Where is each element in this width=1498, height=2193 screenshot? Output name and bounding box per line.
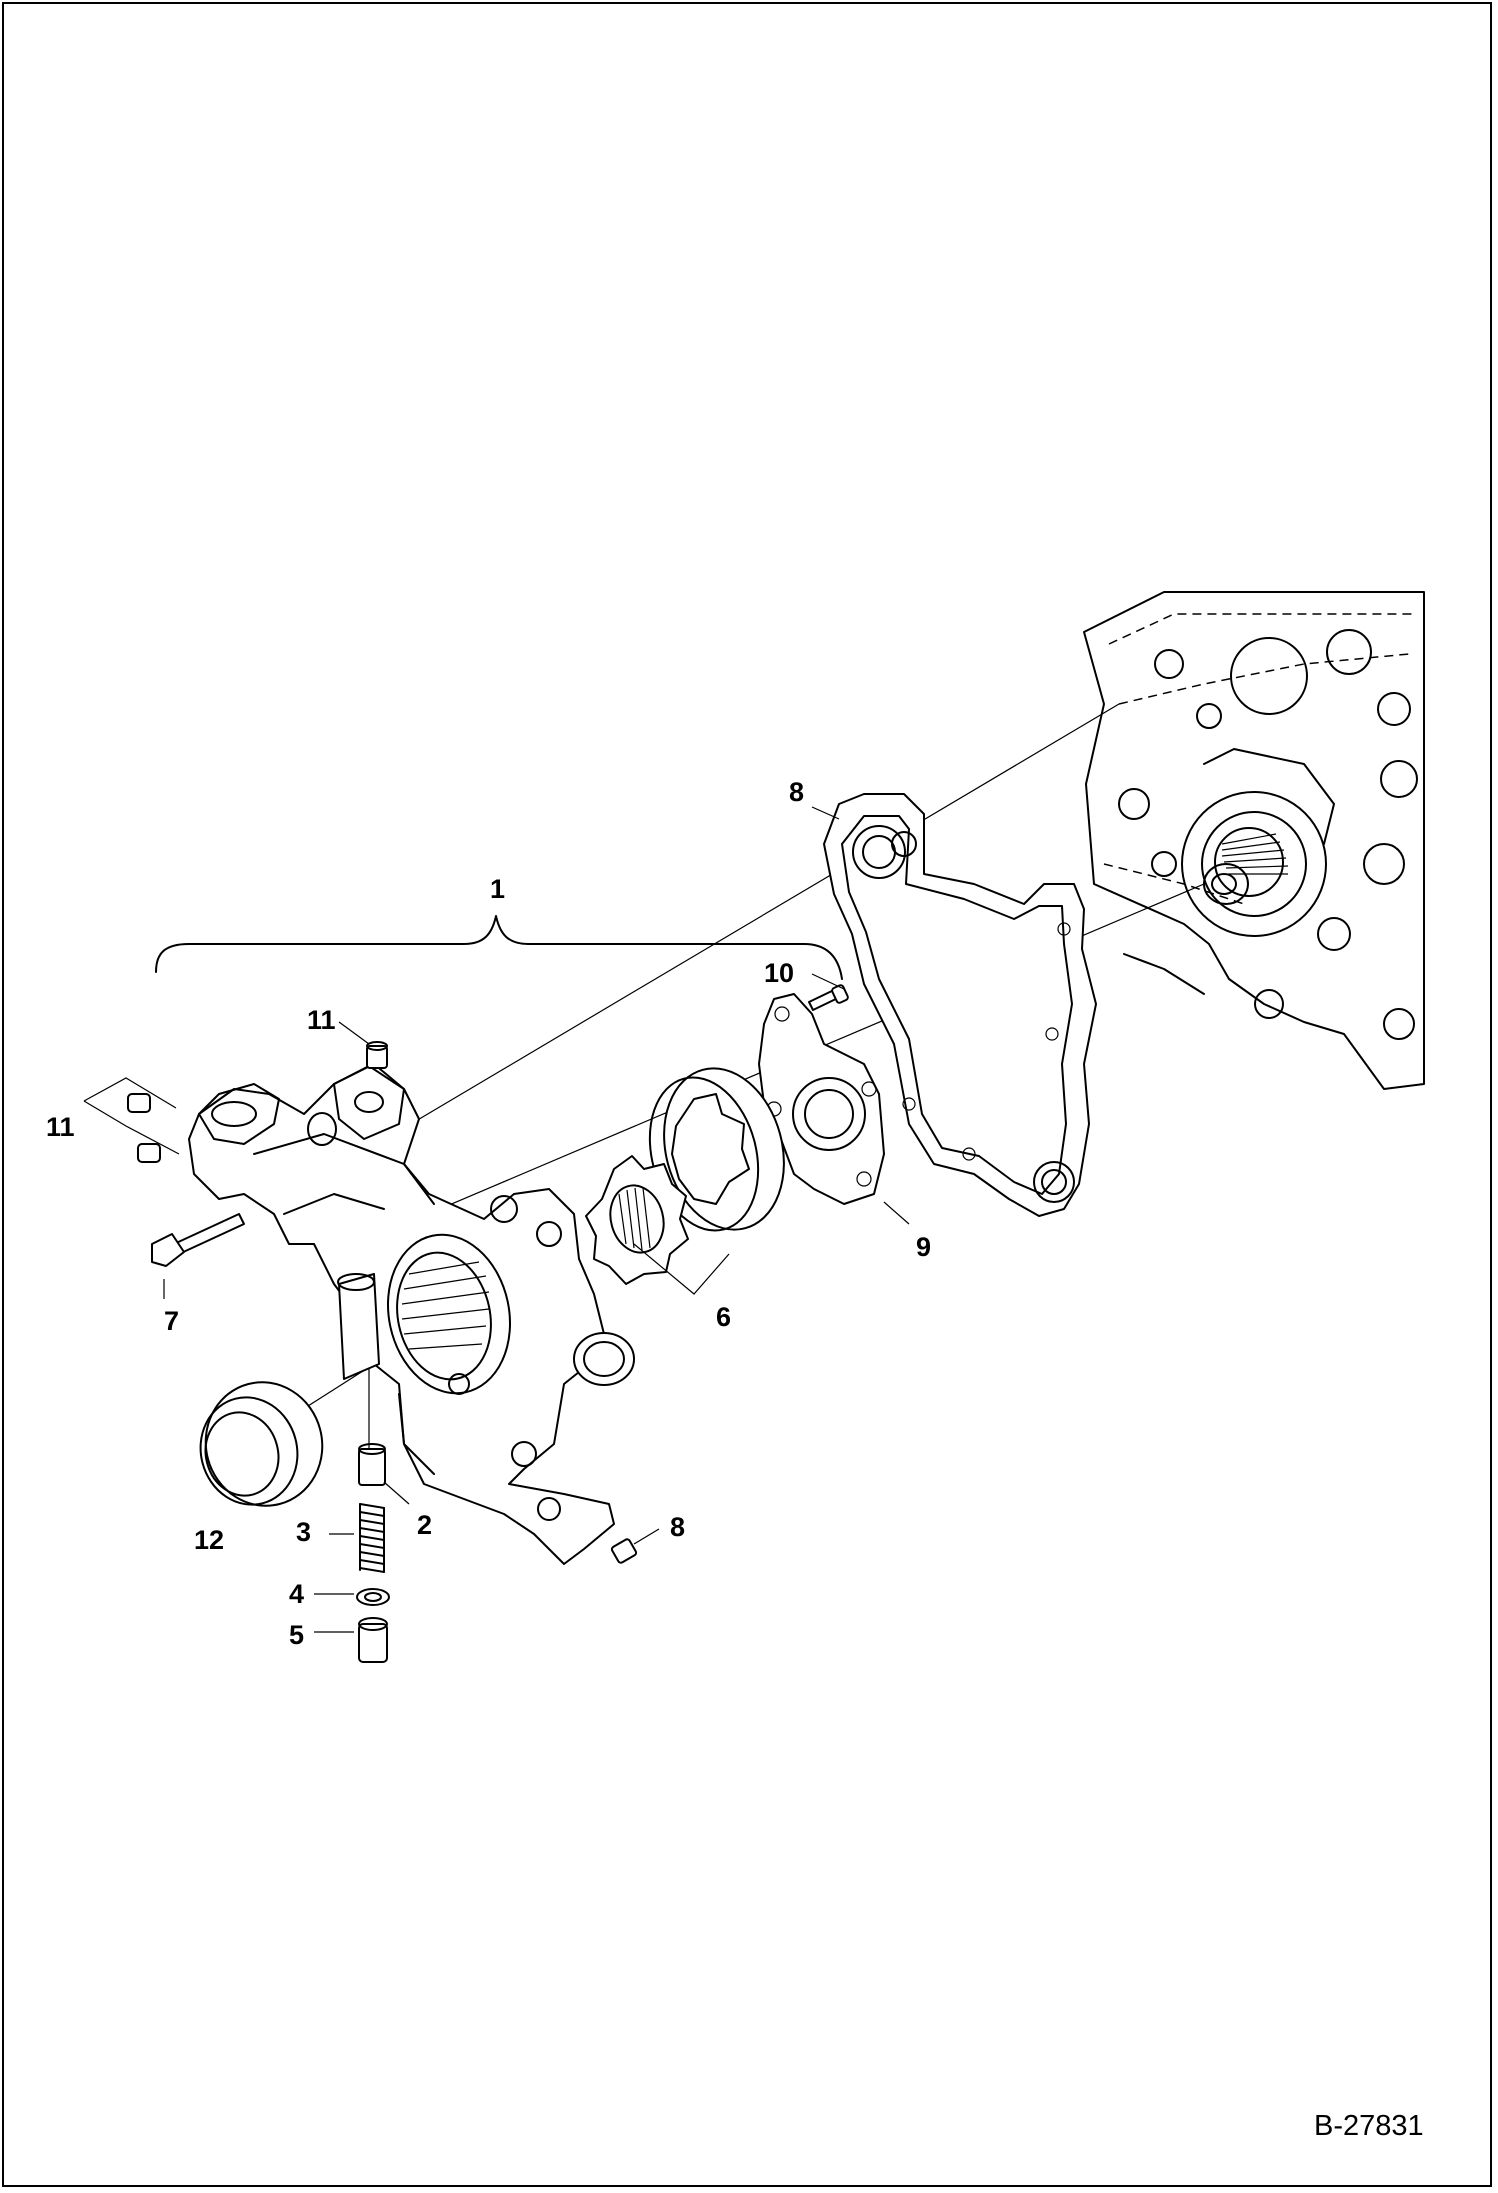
callout-7: 7	[164, 1306, 180, 1336]
callout-12: 12	[194, 1525, 225, 1555]
screw-item-10	[808, 984, 849, 1011]
outer-rotor	[648, 1067, 785, 1232]
exploded-parts-drawing	[83, 591, 1425, 1663]
relief-valve-spring	[359, 1503, 385, 1573]
bolt-item-7	[151, 1213, 245, 1267]
assembly-bracket	[155, 915, 843, 980]
callout-5: 5	[289, 1620, 305, 1650]
callout-9: 9	[916, 1232, 932, 1262]
callout-3: 3	[296, 1517, 312, 1547]
callout-11-top: 11	[307, 1005, 336, 1035]
front-cover-gasket	[823, 793, 1097, 1217]
pump-back-plate	[758, 993, 885, 1205]
callout-11-left: 11	[46, 1112, 75, 1142]
plug-item-8-lower	[610, 1538, 638, 1564]
callout-10: 10	[764, 958, 795, 988]
callout-8-upper: 8	[789, 777, 805, 807]
seal-item-12	[199, 1381, 324, 1507]
leader-lines	[83, 806, 910, 1633]
callout-1: 1	[490, 874, 506, 904]
drawing-code: B-27831	[1314, 2110, 1424, 2142]
plug-item-11-left	[127, 1093, 161, 1163]
callout-8-lower: 8	[670, 1512, 686, 1542]
callout-4: 4	[289, 1579, 305, 1609]
oil-pump-housing	[188, 1063, 635, 1565]
inner-rotor	[585, 1155, 689, 1285]
callout-6: 6	[716, 1302, 732, 1332]
plug-item-11-top	[366, 1041, 388, 1069]
relief-valve-plunger	[358, 1443, 386, 1486]
callout-2: 2	[417, 1510, 433, 1540]
relief-valve-washer	[356, 1588, 390, 1606]
center-line	[393, 703, 1120, 1135]
engine-block	[1083, 591, 1425, 1090]
relief-valve-plug	[358, 1617, 388, 1663]
